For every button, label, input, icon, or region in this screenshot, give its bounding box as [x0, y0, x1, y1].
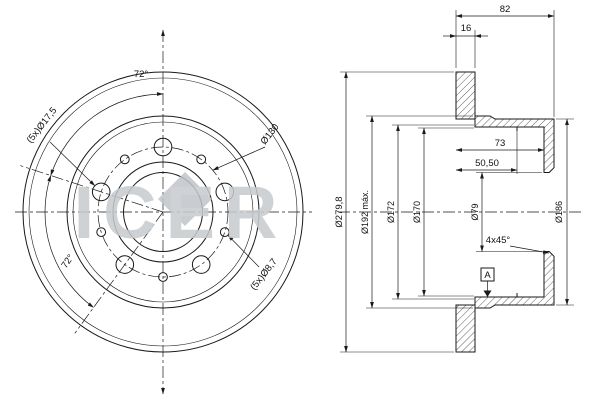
section-solid	[455, 71, 555, 353]
watermark: ICER	[74, 171, 287, 254]
diameter-170-label: Ø170	[412, 201, 422, 223]
hat-wall-flange-top	[474, 115, 555, 173]
diameter-186-label: Ø186	[554, 201, 564, 223]
diameter-dimensions: Ø279,8 Ø192 máx. Ø172 Ø170 Ø79 Ø186	[334, 71, 574, 353]
small-holes-label: (5x)Ø8,7	[248, 257, 279, 293]
watermark-diamond-logo	[158, 172, 212, 226]
disc-thickness-label: 16	[461, 23, 472, 34]
datum-feature: A	[480, 267, 495, 297]
angle-arc-left	[44, 175, 94, 308]
chamfer-callout: 4x45°	[486, 235, 550, 254]
depth-total-label: 73	[495, 138, 506, 149]
angle-arc-top	[50, 92, 164, 176]
hat-wall-flange-bottom	[474, 251, 555, 309]
height-overall-label: 82	[500, 4, 511, 15]
chamfer-label: 4x45°	[486, 235, 511, 246]
center-bore-label: Ø79	[470, 203, 480, 220]
depth-step-label: 50,50	[475, 158, 499, 169]
watermark-text: ICER	[74, 171, 287, 254]
radial-centerline-lower-left	[74, 211, 164, 334]
angle-side-label: 72°	[59, 252, 76, 270]
friction-band-top	[455, 71, 476, 120]
radial-centerline-upper-left	[20, 165, 164, 213]
section-view: 82 16 73 50,50 Ø279,8 Ø192 máx.	[334, 4, 584, 353]
datum-label: A	[484, 270, 491, 281]
max-diameter-label: Ø192 máx.	[360, 190, 370, 234]
front-view: 72° 72° (5x)Ø17,5 Ø130 (5x)Ø8,7 ICER	[15, 29, 312, 395]
friction-band-bottom	[455, 304, 476, 353]
diameter-172-label: Ø172	[386, 201, 396, 223]
angle-top-label: 72°	[134, 69, 149, 80]
outer-circle	[22, 71, 304, 353]
mount-holes-label: (5x)Ø17,5	[25, 105, 60, 145]
outer-diameter-label: Ø279,8	[334, 196, 345, 227]
outer-chamfer-circle	[28, 77, 298, 347]
datum-triangle	[483, 290, 492, 297]
horizontal-dimensions: 82 16 73 50,50	[443, 4, 555, 174]
